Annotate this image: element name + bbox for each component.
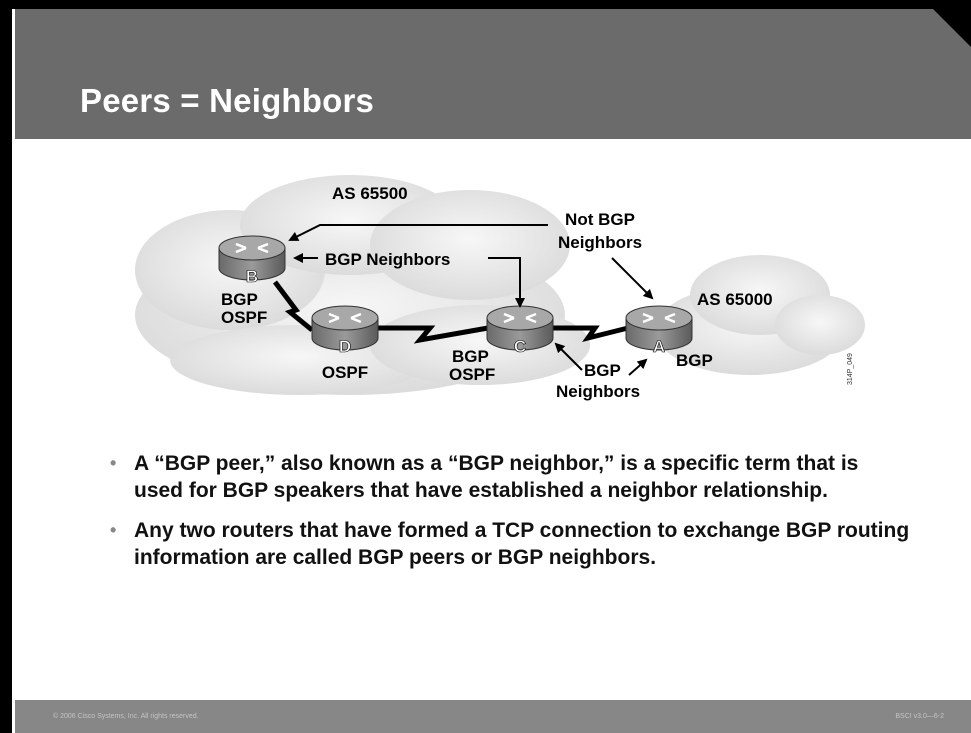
corner-fold — [933, 9, 971, 47]
link-b-d — [273, 280, 314, 332]
router-c-proto2: OSPF — [449, 365, 495, 384]
frame-top-bar — [0, 0, 971, 9]
slide-title: Peers = Neighbors — [80, 82, 375, 119]
bgp-neighbors-arrow-to-c-bottom — [554, 342, 583, 371]
as-65500-label: AS 65500 — [332, 184, 408, 203]
router-d — [311, 305, 379, 351]
router-b — [218, 235, 286, 281]
router-c — [486, 305, 554, 351]
bullet-item: • A “BGP peer,” also known as a “BGP nei… — [110, 450, 910, 504]
router-a-letter: A — [653, 337, 665, 356]
bgp-neighbors-arrow-to-c — [488, 257, 525, 308]
link-d-c — [375, 325, 489, 344]
course-code: BSCI v3.0—6-2 — [895, 713, 944, 720]
router-d-proto1: OSPF — [322, 363, 368, 382]
router-b-proto2: OSPF — [221, 308, 267, 327]
as-65000-cloud — [655, 255, 865, 375]
bullet-list: • A “BGP peer,” also known as a “BGP nei… — [110, 450, 910, 584]
bullet-dot: • — [110, 520, 117, 540]
as-65000-label: AS 65000 — [697, 290, 773, 309]
router-c-proto1: BGP — [452, 347, 489, 366]
not-bgp-label-line2: Neighbors — [558, 233, 642, 252]
router-b-letter: B — [246, 267, 258, 286]
not-bgp-arrow-to-a — [611, 257, 654, 300]
diagram-arrows — [288, 224, 654, 376]
bgp-neighbors-top-label: BGP Neighbors — [325, 250, 450, 269]
router-b-proto1: BGP — [221, 290, 258, 309]
not-bgp-label-line1: Not BGP — [565, 210, 635, 229]
bgp-neighbors-arrow-to-a — [628, 358, 648, 376]
bgp-neighbors-bottom-label-line2: Neighbors — [556, 382, 640, 401]
bullet-dot: • — [110, 453, 117, 473]
slide-footer: © 2006 Cisco Systems, Inc. All rights re… — [15, 700, 971, 733]
copyright-text: © 2006 Cisco Systems, Inc. All rights re… — [53, 713, 199, 720]
bullet-text: A “BGP peer,” also known as a “BGP neigh… — [134, 452, 859, 502]
figure-id: 314P_049 — [847, 353, 854, 385]
router-a-proto1: BGP — [676, 351, 713, 370]
router-a — [625, 305, 693, 351]
slide-header — [15, 9, 971, 139]
router-d-letter: D — [339, 337, 351, 356]
link-c-a — [552, 325, 629, 343]
bullet-item: • Any two routers that have formed a TCP… — [110, 517, 910, 571]
bgp-neighbors-bottom-label-line1: BGP — [584, 361, 621, 380]
router-c-letter: C — [514, 337, 526, 356]
frame-left-bar — [0, 0, 12, 733]
bullet-text: Any two routers that have formed a TCP c… — [134, 519, 910, 569]
as-65500-cloud — [135, 175, 590, 395]
not-bgp-arrow-to-b — [288, 224, 548, 241]
serial-links — [273, 280, 629, 344]
